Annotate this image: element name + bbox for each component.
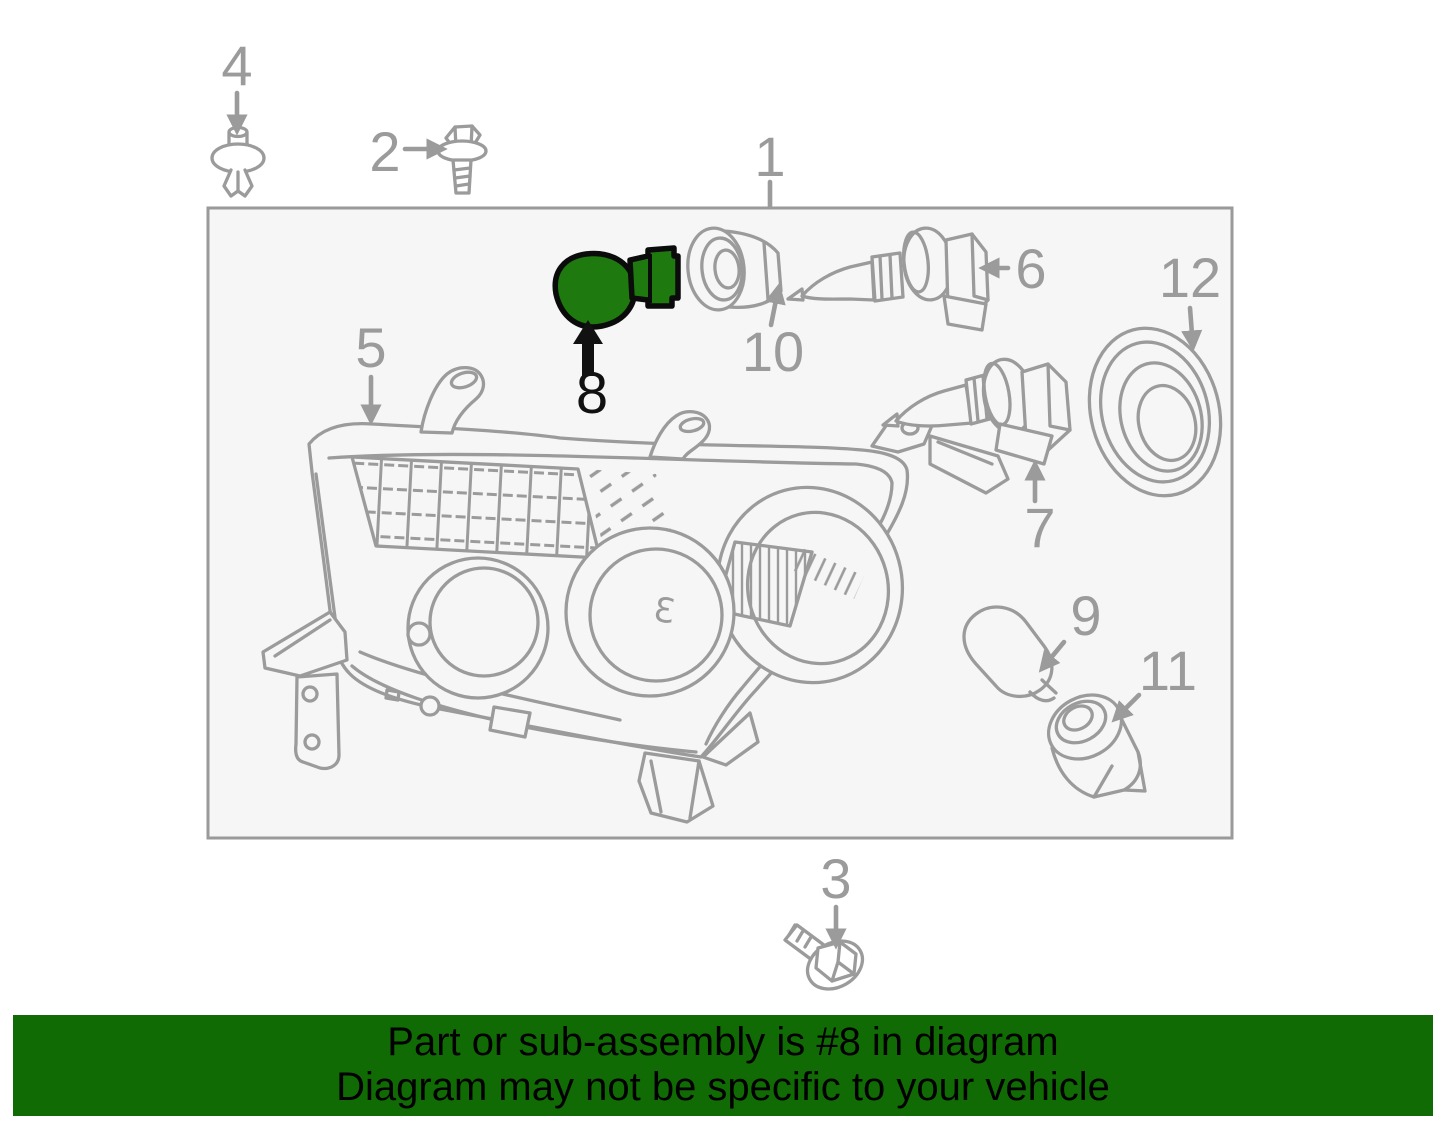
part-label-9[interactable]: 9 (1070, 584, 1101, 647)
arrow-9 (1038, 639, 1067, 673)
part-4-clip (210, 125, 266, 198)
part-8-bulb-highlight[interactable] (552, 245, 681, 330)
headlamp-assembly (261, 365, 1010, 824)
part-3-bolt (783, 923, 865, 991)
part-label-2[interactable]: 2 (369, 120, 400, 183)
part-7-bulb (881, 357, 1072, 466)
arrow-10 (764, 282, 786, 328)
part-11-socket (1046, 693, 1147, 799)
part-label-12[interactable]: 12 (1159, 246, 1221, 309)
part-label-8[interactable]: 8 (576, 361, 608, 426)
banner-line-1: Part or sub-assembly is #8 in diagram (387, 1020, 1059, 1064)
part-label-10[interactable]: 10 (742, 320, 804, 383)
part-label-5[interactable]: 5 (355, 316, 386, 379)
arrow-8 (573, 320, 603, 376)
highlight-banner: Part or sub-assembly is #8 in diagram Di… (13, 1015, 1433, 1116)
part-label-7[interactable]: 7 (1024, 496, 1055, 559)
arrow-11 (1111, 692, 1142, 723)
part-label-6[interactable]: 6 (1015, 237, 1046, 300)
part-label-4[interactable]: 4 (221, 34, 252, 97)
part-6-bulb (786, 226, 990, 332)
part-label-1[interactable]: 1 (754, 125, 785, 188)
part-label-3[interactable]: 3 (820, 847, 851, 910)
arrow-12 (1181, 305, 1203, 352)
part-label-11[interactable]: 11 (1139, 639, 1197, 702)
leader-arrows (226, 90, 1203, 950)
part-12-seal (1087, 326, 1223, 498)
part-labels: 4 2 1 5 10 6 12 7 9 11 3 8 Ɛ (221, 34, 1221, 910)
banner-line-2: Diagram may not be specific to your vehi… (336, 1065, 1110, 1109)
part-2-bolt (436, 124, 488, 195)
part-9-bulb (962, 605, 1058, 703)
